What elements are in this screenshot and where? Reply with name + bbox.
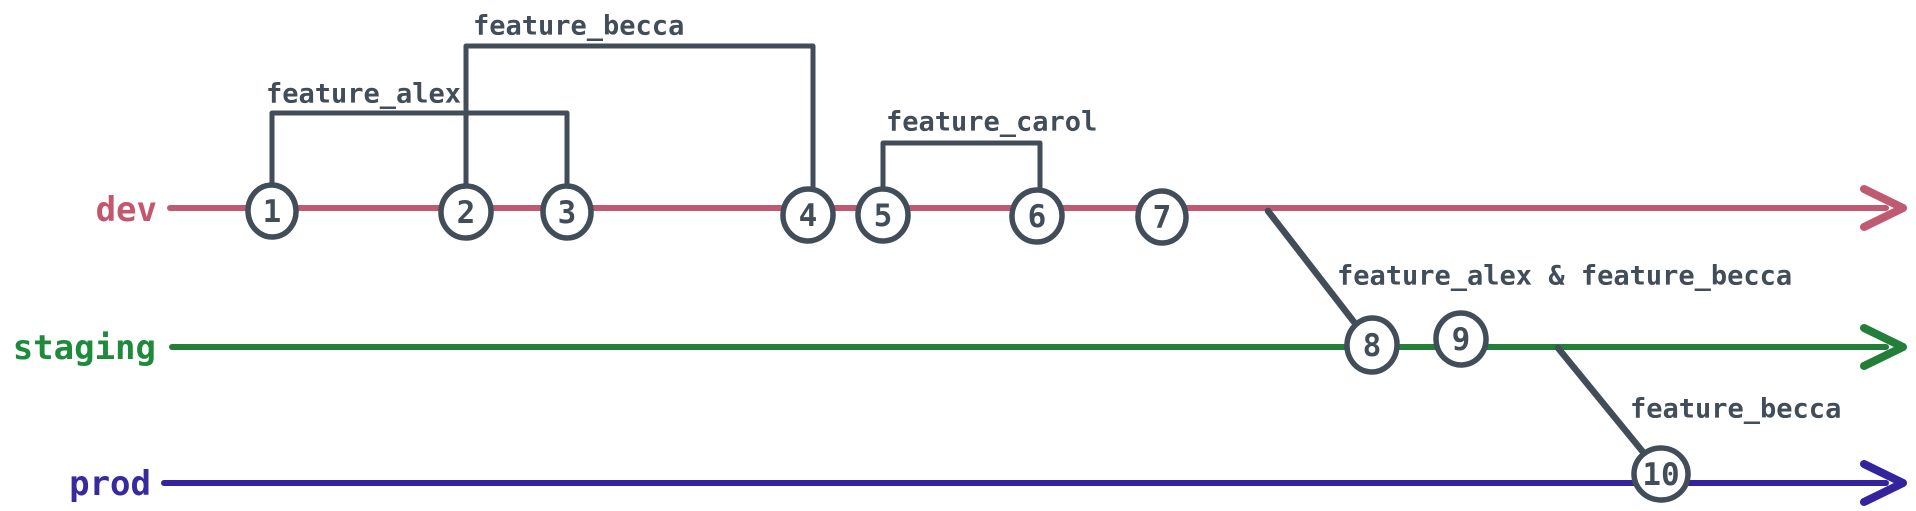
- branch-arrowhead-staging: [1860, 324, 1907, 370]
- commit-number: 5: [874, 198, 893, 234]
- merge-label-dev-to-staging: feature_alex & feature_becca: [1337, 261, 1792, 292]
- commit-node-4: 4: [780, 186, 836, 244]
- feature-bracket-becca: [463, 43, 816, 193]
- merge-line-dev-to-staging: [1264, 207, 1358, 326]
- feature-bracket-alex: [269, 110, 570, 188]
- commit-number: 7: [1153, 200, 1172, 236]
- branch-label-prod: prod: [69, 464, 151, 504]
- commit-node-9: 9: [1433, 310, 1489, 368]
- branch-label-dev: dev: [96, 190, 157, 230]
- commit-number: 2: [457, 195, 476, 231]
- feature-bracket-carol: [880, 140, 1043, 194]
- commit-node-10: 10: [1631, 445, 1691, 503]
- commit-node-6: 6: [1009, 187, 1065, 245]
- commit-number: 1: [263, 194, 282, 230]
- commit-number: 4: [799, 198, 818, 234]
- commit-number: 9: [1452, 322, 1471, 358]
- commit-number: 6: [1028, 199, 1047, 235]
- branch-label-staging: staging: [13, 328, 156, 368]
- feature-label-alex: feature_alex: [266, 79, 461, 110]
- commit-number: 8: [1363, 328, 1382, 364]
- feature-label-carol: feature_carol: [886, 107, 1097, 138]
- branch-arrowhead-prod: [1860, 460, 1907, 506]
- branch-arrowhead-dev: [1860, 185, 1907, 231]
- commit-node-3: 3: [540, 183, 594, 241]
- feature-label-becca: feature_becca: [473, 11, 684, 42]
- commit-node-5: 5: [855, 186, 911, 244]
- commit-node-8: 8: [1344, 315, 1400, 375]
- commit-node-7: 7: [1135, 188, 1189, 246]
- commit-node-1: 1: [245, 182, 299, 240]
- commit-node-2: 2: [438, 183, 494, 241]
- merge-line-staging-to-prod: [1554, 344, 1647, 456]
- commit-number: 3: [558, 195, 577, 231]
- commit-number: 10: [1642, 457, 1679, 493]
- merge-label-staging-to-prod: feature_becca: [1630, 394, 1841, 425]
